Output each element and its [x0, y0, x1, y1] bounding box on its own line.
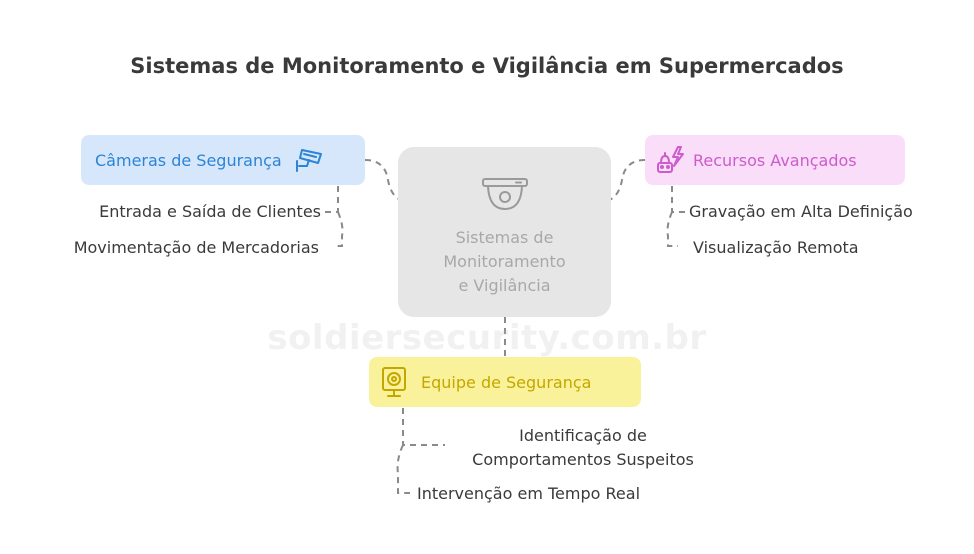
node-equipe: Equipe de Segurança: [369, 357, 641, 407]
recursos-item-visualizacao: Visualização Remota: [693, 238, 859, 257]
node-recursos-label: Recursos Avançados: [693, 150, 857, 170]
equipe-item-identificacao: Identificação de Comportamentos Suspeito…: [450, 424, 716, 472]
cctv-camera-icon: [294, 145, 324, 175]
connector-cameras-item2: [333, 211, 344, 247]
central-node-text: Sistemas de Monitoramento e Vigilância: [398, 226, 611, 298]
node-cameras: Câmeras de Segurança: [81, 135, 365, 185]
cameras-item-entrada: Entrada e Saída de Clientes: [99, 202, 321, 221]
dome-camera-icon: [481, 175, 529, 217]
node-recursos: Recursos Avançados: [645, 135, 905, 185]
equipe-item-identificacao-line1: Identificação de: [519, 426, 647, 445]
connector-recursos-item1: [671, 186, 686, 213]
connector-cameras-item1: [320, 186, 339, 213]
connector-equipe-item1: [402, 408, 445, 446]
diagram-title: Sistemas de Monitoramento e Vigilância e…: [130, 54, 844, 78]
connector-equipe-item2: [396, 444, 410, 494]
central-line-2: Monitoramento: [443, 252, 566, 271]
equipe-item-identificacao-line2: Comportamentos Suspeitos: [472, 450, 694, 469]
id-badge-icon: [381, 366, 407, 398]
central-node: Sistemas de Monitoramento e Vigilância: [398, 147, 611, 317]
watermark: soldiersecurity.com.br: [267, 318, 707, 358]
central-line-3: e Vigilância: [458, 276, 551, 295]
connector-recursos-item2: [666, 211, 678, 247]
equipe-item-intervencao: Intervenção em Tempo Real: [417, 484, 641, 503]
recursos-item-gravacao: Gravação em Alta Definição: [689, 202, 913, 221]
node-equipe-label: Equipe de Segurança: [421, 372, 592, 392]
robot-lightning-icon: [655, 145, 685, 175]
central-line-1: Sistemas de: [455, 228, 554, 247]
node-cameras-label: Câmeras de Segurança: [95, 150, 282, 170]
cameras-item-movimentacao: Movimentação de Mercadorias: [73, 238, 319, 257]
